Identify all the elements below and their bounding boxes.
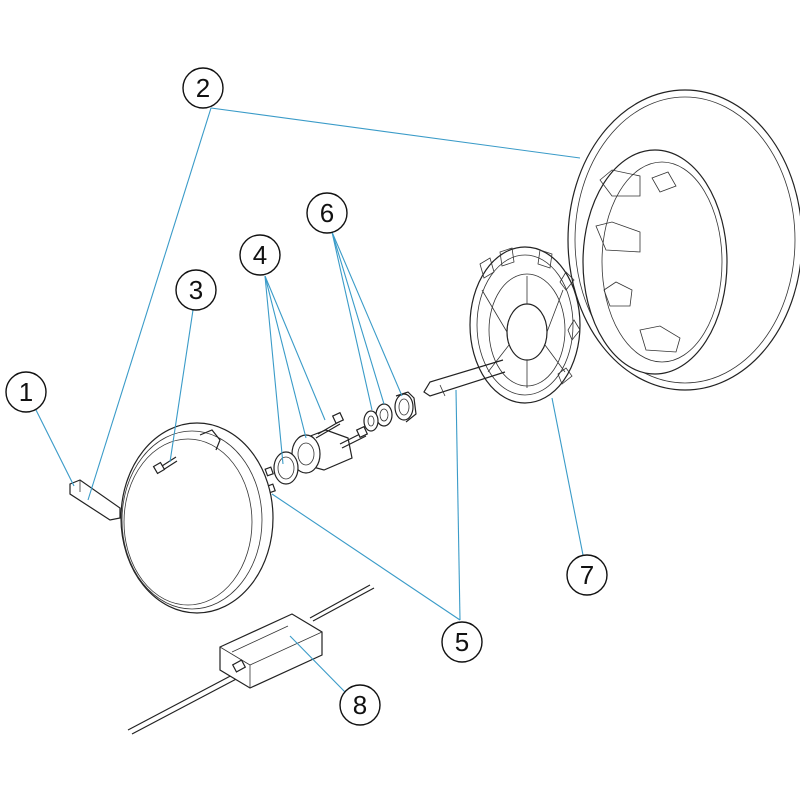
callout-8-label: 8: [353, 690, 367, 720]
part-clip: [69, 479, 121, 521]
callout-2-label: 2: [196, 73, 210, 103]
part-power-supply: [127, 584, 375, 735]
leader-2a: [210, 107, 581, 159]
leader-4b: [264, 275, 307, 439]
part-housing-ring: [567, 89, 800, 391]
callout-8: 8: [339, 684, 381, 726]
callout-7: 7: [566, 554, 608, 596]
leader-4a: [264, 275, 284, 465]
callout-4-label: 4: [253, 240, 267, 270]
part-cable-stub: [423, 359, 506, 397]
callout-5: 5: [441, 621, 483, 663]
leader-2b: [87, 107, 212, 501]
part-lamp-body: [273, 411, 369, 485]
callout-6-label: 6: [320, 198, 334, 228]
leader-3: [169, 309, 194, 463]
callout-4: 4: [239, 234, 281, 276]
part-led-holder: [469, 246, 581, 404]
callout-3: 3: [175, 269, 217, 311]
leader-5b: [455, 389, 461, 621]
leader-6c: [331, 231, 403, 397]
leader-lines: [35, 107, 584, 693]
leader-6a: [331, 231, 373, 411]
callout-7-label: 7: [580, 560, 594, 590]
part-front-cover: [120, 422, 274, 614]
callout-1-label: 1: [19, 377, 33, 407]
leader-5a: [271, 493, 461, 621]
callout-6: 6: [306, 192, 348, 234]
leader-1: [35, 409, 75, 487]
callout-2: 2: [182, 67, 224, 109]
leader-6b: [331, 231, 385, 405]
callout-3-label: 3: [189, 275, 203, 305]
callout-5-label: 5: [455, 627, 469, 657]
part-cable-gland: [363, 391, 417, 432]
leader-4c: [264, 275, 326, 421]
leader-7: [551, 397, 584, 556]
leader-8: [289, 635, 346, 693]
callout-1: 1: [5, 371, 47, 413]
